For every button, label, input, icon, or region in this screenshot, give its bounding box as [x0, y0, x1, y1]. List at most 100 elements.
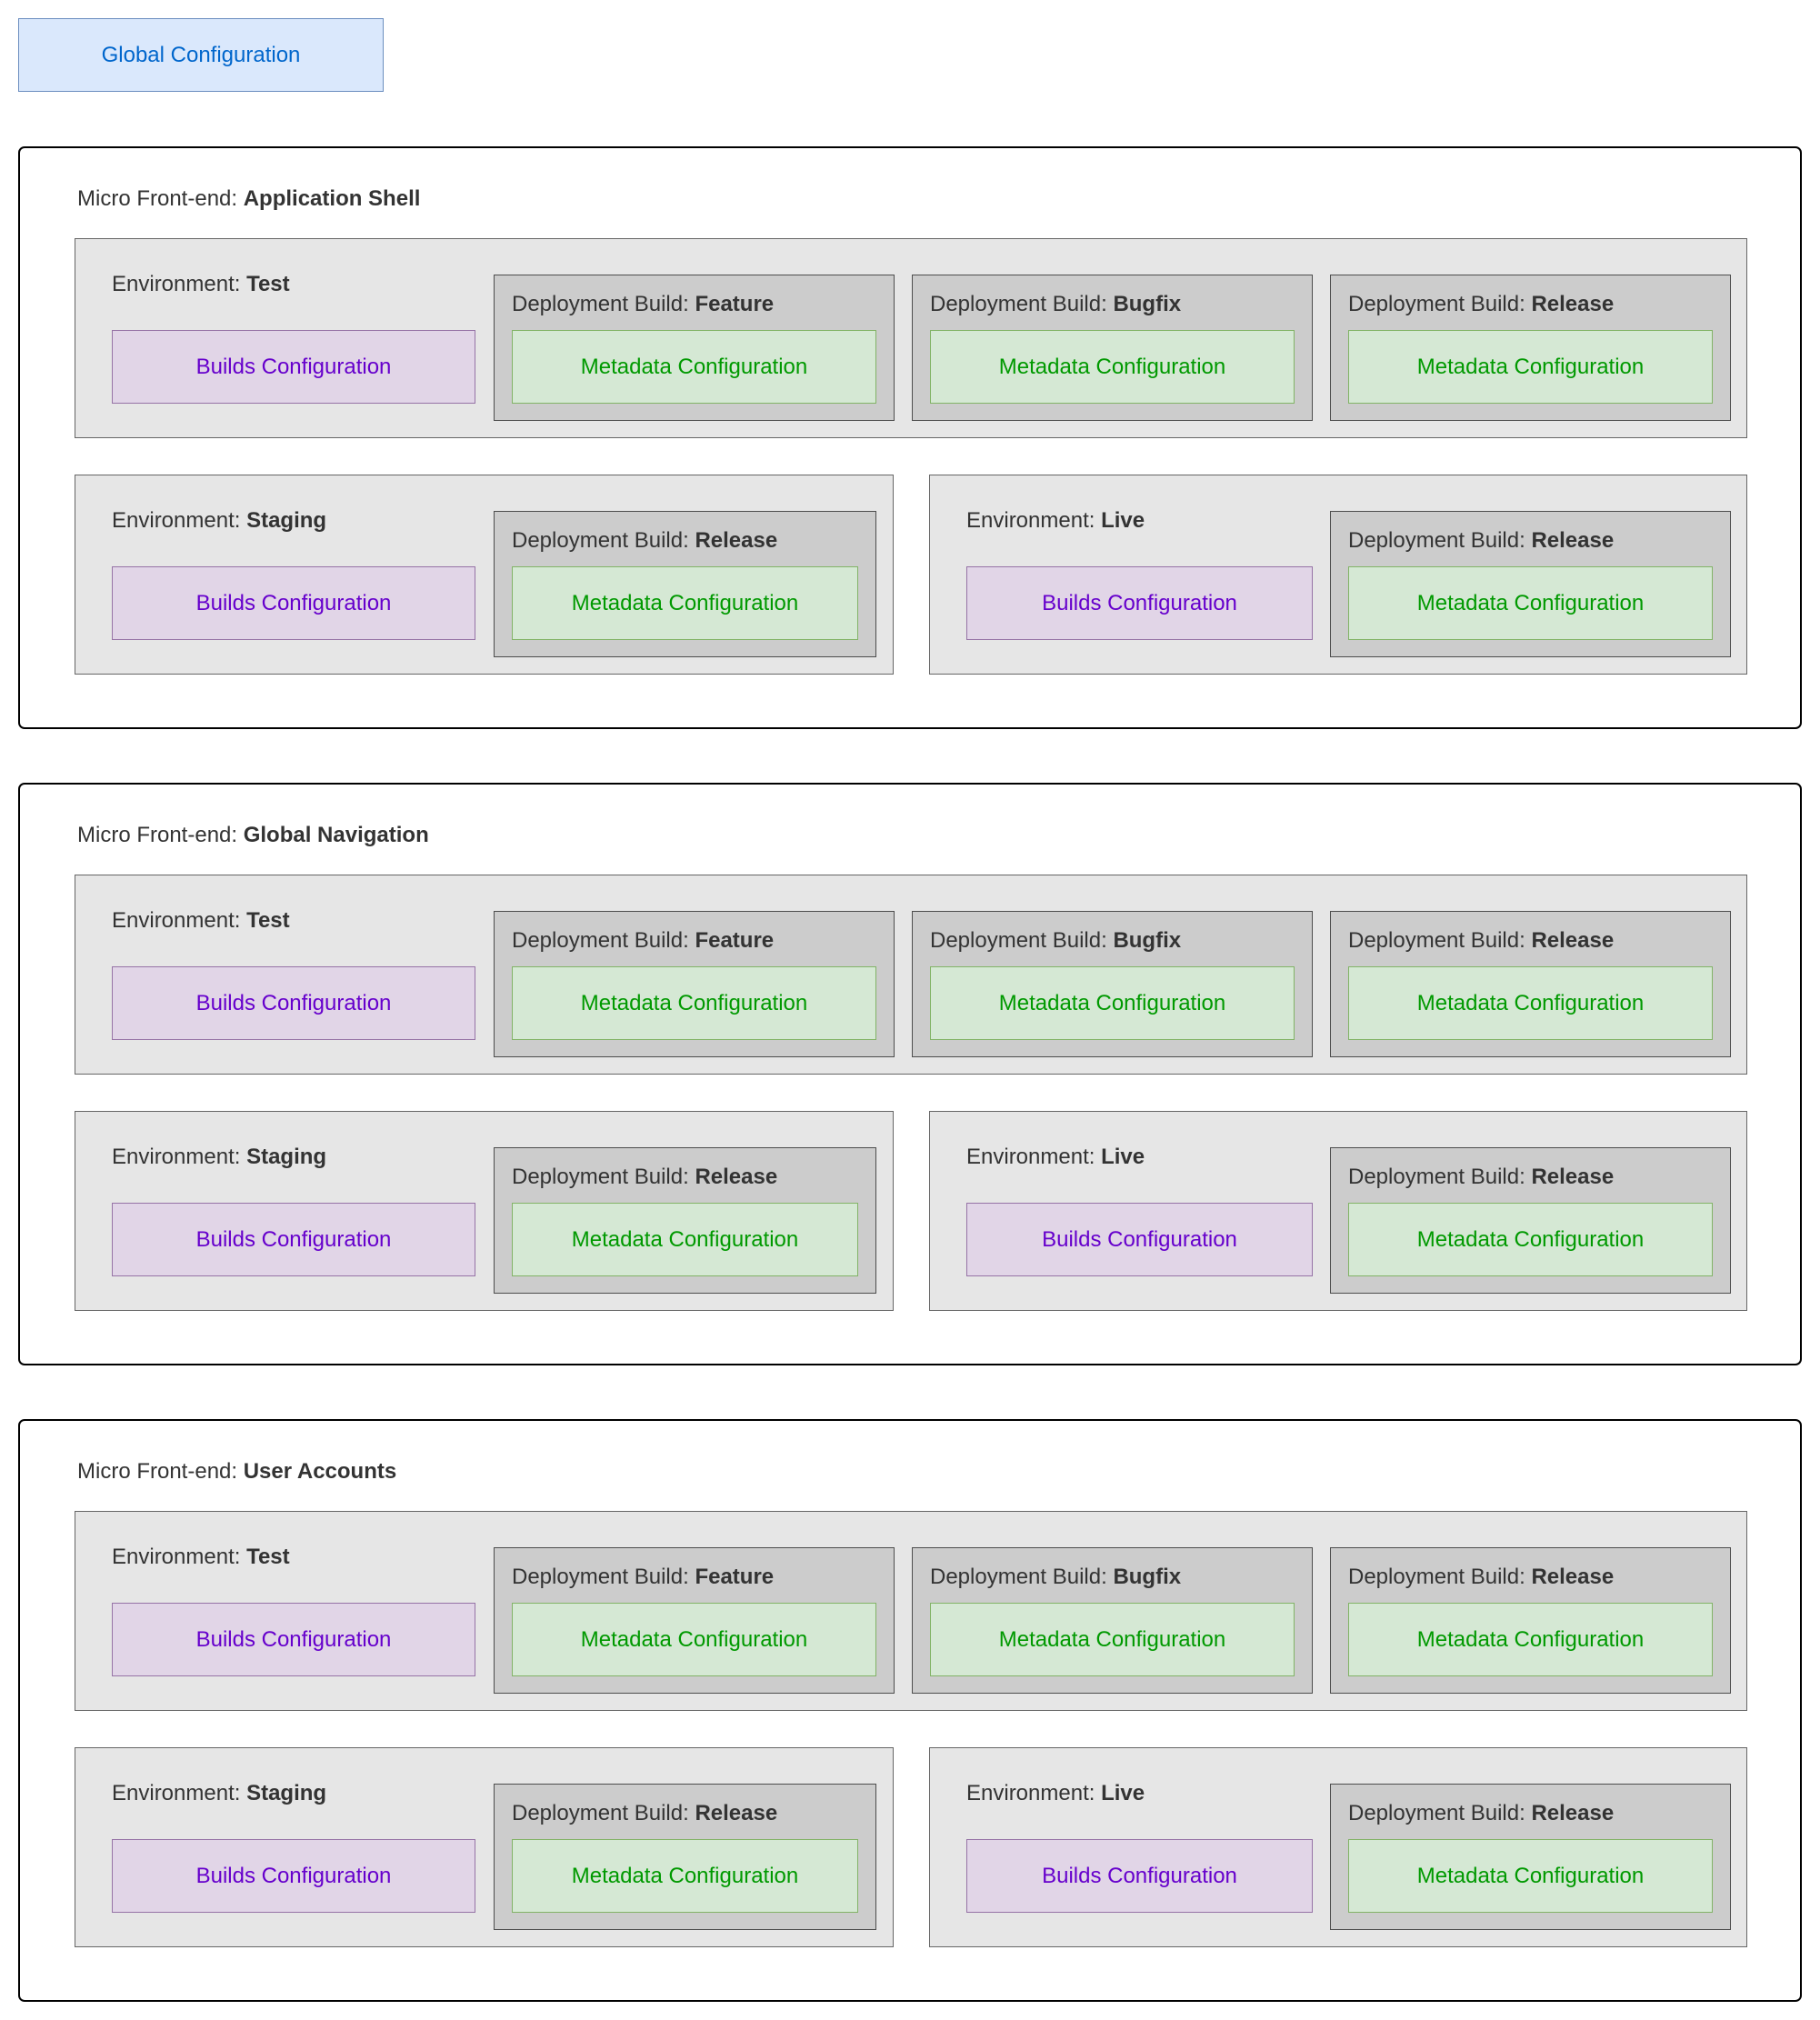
environment-title-prefix: Environment: — [112, 1781, 247, 1805]
environment-title: Environment: Test — [112, 272, 290, 297]
environment-title-prefix: Environment: — [966, 1781, 1102, 1805]
builds-configuration-box: Builds Configuration — [112, 966, 475, 1040]
builds-configuration-box: Builds Configuration — [112, 1203, 475, 1276]
deployment-build-title: Deployment Build: Feature — [512, 1565, 774, 1590]
environment-title-value: Test — [246, 272, 290, 296]
builds-configuration-box: Builds Configuration — [966, 1839, 1313, 1913]
deployment-build-title-prefix: Deployment Build: — [512, 928, 695, 953]
builds-configuration-box: Builds Configuration — [966, 566, 1313, 640]
deployment-build-title-prefix: Deployment Build: — [1348, 1165, 1532, 1189]
environment-title-prefix: Environment: — [112, 272, 247, 296]
environment-title-value: Live — [1101, 1781, 1145, 1805]
deployment-build-title-prefix: Deployment Build: — [930, 292, 1114, 316]
metadata-configuration-box: Metadata Configuration — [1348, 1203, 1713, 1276]
deployment-build-title-prefix: Deployment Build: — [1348, 928, 1532, 953]
deployment-build-title-value: Bugfix — [1113, 928, 1182, 953]
metadata-configuration-box: Metadata Configuration — [1348, 1839, 1713, 1913]
environment-title: Environment: Staging — [112, 1145, 326, 1170]
deployment-build-title-prefix: Deployment Build: — [930, 928, 1114, 953]
deployment-build-title-value: Release — [1531, 1801, 1615, 1825]
deployment-build-title: Deployment Build: Release — [512, 528, 777, 554]
deployment-build-title-value: Feature — [695, 1565, 775, 1589]
environment-title-value: Staging — [246, 1145, 327, 1169]
metadata-configuration-box: Metadata Configuration — [512, 566, 858, 640]
environment-title-prefix: Environment: — [966, 508, 1102, 533]
builds-configuration-box: Builds Configuration — [112, 566, 475, 640]
micro-frontend-title-prefix: Micro Front-end: — [77, 1459, 244, 1484]
deployment-build-title: Deployment Build: Feature — [512, 292, 774, 317]
deployment-build-title: Deployment Build: Release — [512, 1165, 777, 1190]
deployment-build-title-prefix: Deployment Build: — [512, 1801, 695, 1825]
micro-frontend-title-value: Global Navigation — [243, 823, 429, 847]
deployment-build-title-prefix: Deployment Build: — [512, 292, 695, 316]
metadata-configuration-box: Metadata Configuration — [512, 966, 876, 1040]
environment-title-value: Test — [246, 1545, 290, 1569]
deployment-build-title: Deployment Build: Release — [1348, 292, 1614, 317]
micro-frontend-title: Micro Front-end: User Accounts — [77, 1459, 396, 1485]
metadata-configuration-box: Metadata Configuration — [512, 1603, 876, 1676]
micro-frontend-title-prefix: Micro Front-end: — [77, 823, 244, 847]
environment-title: Environment: Live — [966, 1145, 1145, 1170]
environment-title-value: Live — [1101, 508, 1145, 533]
builds-configuration-box: Builds Configuration — [112, 330, 475, 404]
micro-frontend-title: Micro Front-end: Application Shell — [77, 186, 420, 212]
environment-title: Environment: Live — [966, 508, 1145, 534]
deployment-build-title-prefix: Deployment Build: — [930, 1565, 1114, 1589]
deployment-build-title: Deployment Build: Release — [1348, 928, 1614, 954]
metadata-configuration-box: Metadata Configuration — [512, 1203, 858, 1276]
deployment-build-title: Deployment Build: Release — [1348, 1565, 1614, 1590]
metadata-configuration-box: Metadata Configuration — [1348, 966, 1713, 1040]
deployment-build-title: Deployment Build: Bugfix — [930, 1565, 1181, 1590]
deployment-build-title: Deployment Build: Release — [1348, 1165, 1614, 1190]
environment-title-prefix: Environment: — [112, 1145, 247, 1169]
deployment-build-title: Deployment Build: Bugfix — [930, 928, 1181, 954]
metadata-configuration-box: Metadata Configuration — [512, 1839, 858, 1913]
deployment-build-title-value: Release — [1531, 1565, 1615, 1589]
metadata-configuration-box: Metadata Configuration — [930, 966, 1295, 1040]
environment-title: Environment: Staging — [112, 1781, 326, 1806]
deployment-build-title-value: Release — [1531, 928, 1615, 953]
environment-title-prefix: Environment: — [112, 1545, 247, 1569]
metadata-configuration-box: Metadata Configuration — [1348, 566, 1713, 640]
environment-title: Environment: Test — [112, 908, 290, 934]
micro-frontend-title-prefix: Micro Front-end: — [77, 186, 244, 211]
deployment-build-title: Deployment Build: Release — [512, 1801, 777, 1826]
deployment-build-title-value: Release — [1531, 528, 1615, 553]
environment-title: Environment: Test — [112, 1545, 290, 1570]
deployment-build-title-value: Bugfix — [1113, 292, 1182, 316]
deployment-build-title-value: Release — [695, 528, 778, 553]
metadata-configuration-box: Metadata Configuration — [930, 1603, 1295, 1676]
micro-frontend-title-value: User Accounts — [243, 1459, 397, 1484]
metadata-configuration-box: Metadata Configuration — [1348, 330, 1713, 404]
deployment-build-title-value: Release — [1531, 1165, 1615, 1189]
deployment-build-title-value: Release — [695, 1165, 778, 1189]
deployment-build-title: Deployment Build: Release — [1348, 1801, 1614, 1826]
deployment-build-title: Deployment Build: Release — [1348, 528, 1614, 554]
deployment-build-title-value: Feature — [695, 928, 775, 953]
micro-frontend-title-value: Application Shell — [243, 186, 421, 211]
environment-title-prefix: Environment: — [966, 1145, 1102, 1169]
deployment-build-title-prefix: Deployment Build: — [1348, 528, 1532, 553]
